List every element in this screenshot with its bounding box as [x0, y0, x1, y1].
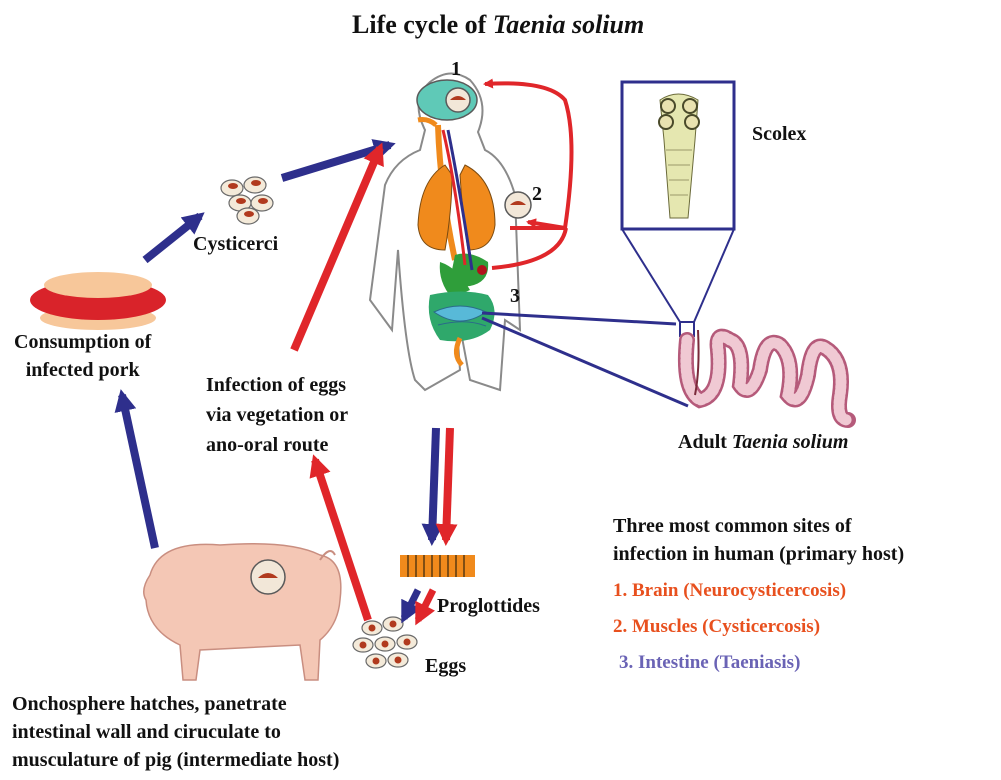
infection-label-line2: via vegetation or	[206, 400, 348, 430]
pig-illustration	[144, 544, 341, 680]
pork-slice-illustration	[30, 272, 166, 330]
infection-label-line1: Infection of eggs	[206, 370, 348, 400]
adult-prefix-text: Adult	[678, 431, 732, 453]
cysticerci-label: Cysticerci	[193, 230, 278, 258]
arrow-pig-to-pork	[122, 395, 155, 548]
adult-species-text: Taenia solium	[732, 431, 849, 453]
site-number-2: 2	[532, 183, 542, 206]
site-number-1: 1	[451, 58, 461, 81]
site-number-3: 3	[510, 285, 520, 308]
arrow-eggs-infection-to-human	[294, 148, 380, 350]
sites-heading-line1: Three most common sites of	[613, 512, 904, 540]
consumption-label: Consumption of infected pork	[14, 328, 151, 384]
scolex-label: Scolex	[752, 120, 806, 148]
consumption-label-line2: infected pork	[14, 356, 151, 384]
worm-link-line-bottom	[482, 318, 688, 406]
eggs-label: Eggs	[425, 652, 466, 680]
scolex-illustration	[622, 82, 734, 336]
infection-route-label: Infection of eggs via vegetation or ano-…	[206, 370, 348, 460]
eggs-cluster	[353, 617, 417, 668]
cycle-arrows	[122, 83, 572, 620]
arrow-human-to-proglottides-blue	[432, 428, 436, 540]
infection-sites-legend: Three most common sites of infection in …	[613, 512, 904, 676]
onchosphere-label-line2: intestinal wall and ciruculate to	[12, 718, 339, 746]
infection-label-line3: ano-oral route	[206, 430, 348, 460]
proglottides-label: Proglottides	[437, 592, 540, 620]
proglottides-illustration	[400, 555, 475, 577]
arrow-pork-to-cysticerci	[145, 216, 200, 260]
site-item-muscles: 2. Muscles (Cysticercosis)	[613, 614, 904, 640]
title-species-text: Taenia solium	[493, 10, 644, 39]
cysticerci-cluster	[221, 177, 273, 224]
diagram-title: Life cycle of Taenia solium	[352, 10, 644, 40]
adult-tapeworm-illustration	[686, 330, 848, 420]
site-item-intestine: 3. Intestine (Taeniasis)	[613, 650, 904, 676]
consumption-label-line1: Consumption of	[14, 328, 151, 356]
site-item-brain: 1. Brain (Neurocysticercosis)	[613, 578, 904, 604]
arrow-proglottides-to-eggs-blue	[404, 590, 418, 618]
arrow-human-to-proglottides-red	[446, 428, 450, 540]
onchosphere-label: Onchosphere hatches, panetrate intestina…	[12, 690, 339, 774]
title-main-text: Life cycle of	[352, 10, 493, 39]
human-body-figure	[370, 73, 531, 390]
adult-worm-label: Adult Taenia solium	[678, 428, 848, 456]
onchosphere-label-line3: musculature of pig (intermediate host)	[12, 746, 339, 774]
arrow-proglottides-to-eggs-red	[418, 590, 433, 620]
onchosphere-label-line1: Onchosphere hatches, panetrate	[12, 690, 339, 718]
sites-heading-line2: infection in human (primary host)	[613, 540, 904, 568]
